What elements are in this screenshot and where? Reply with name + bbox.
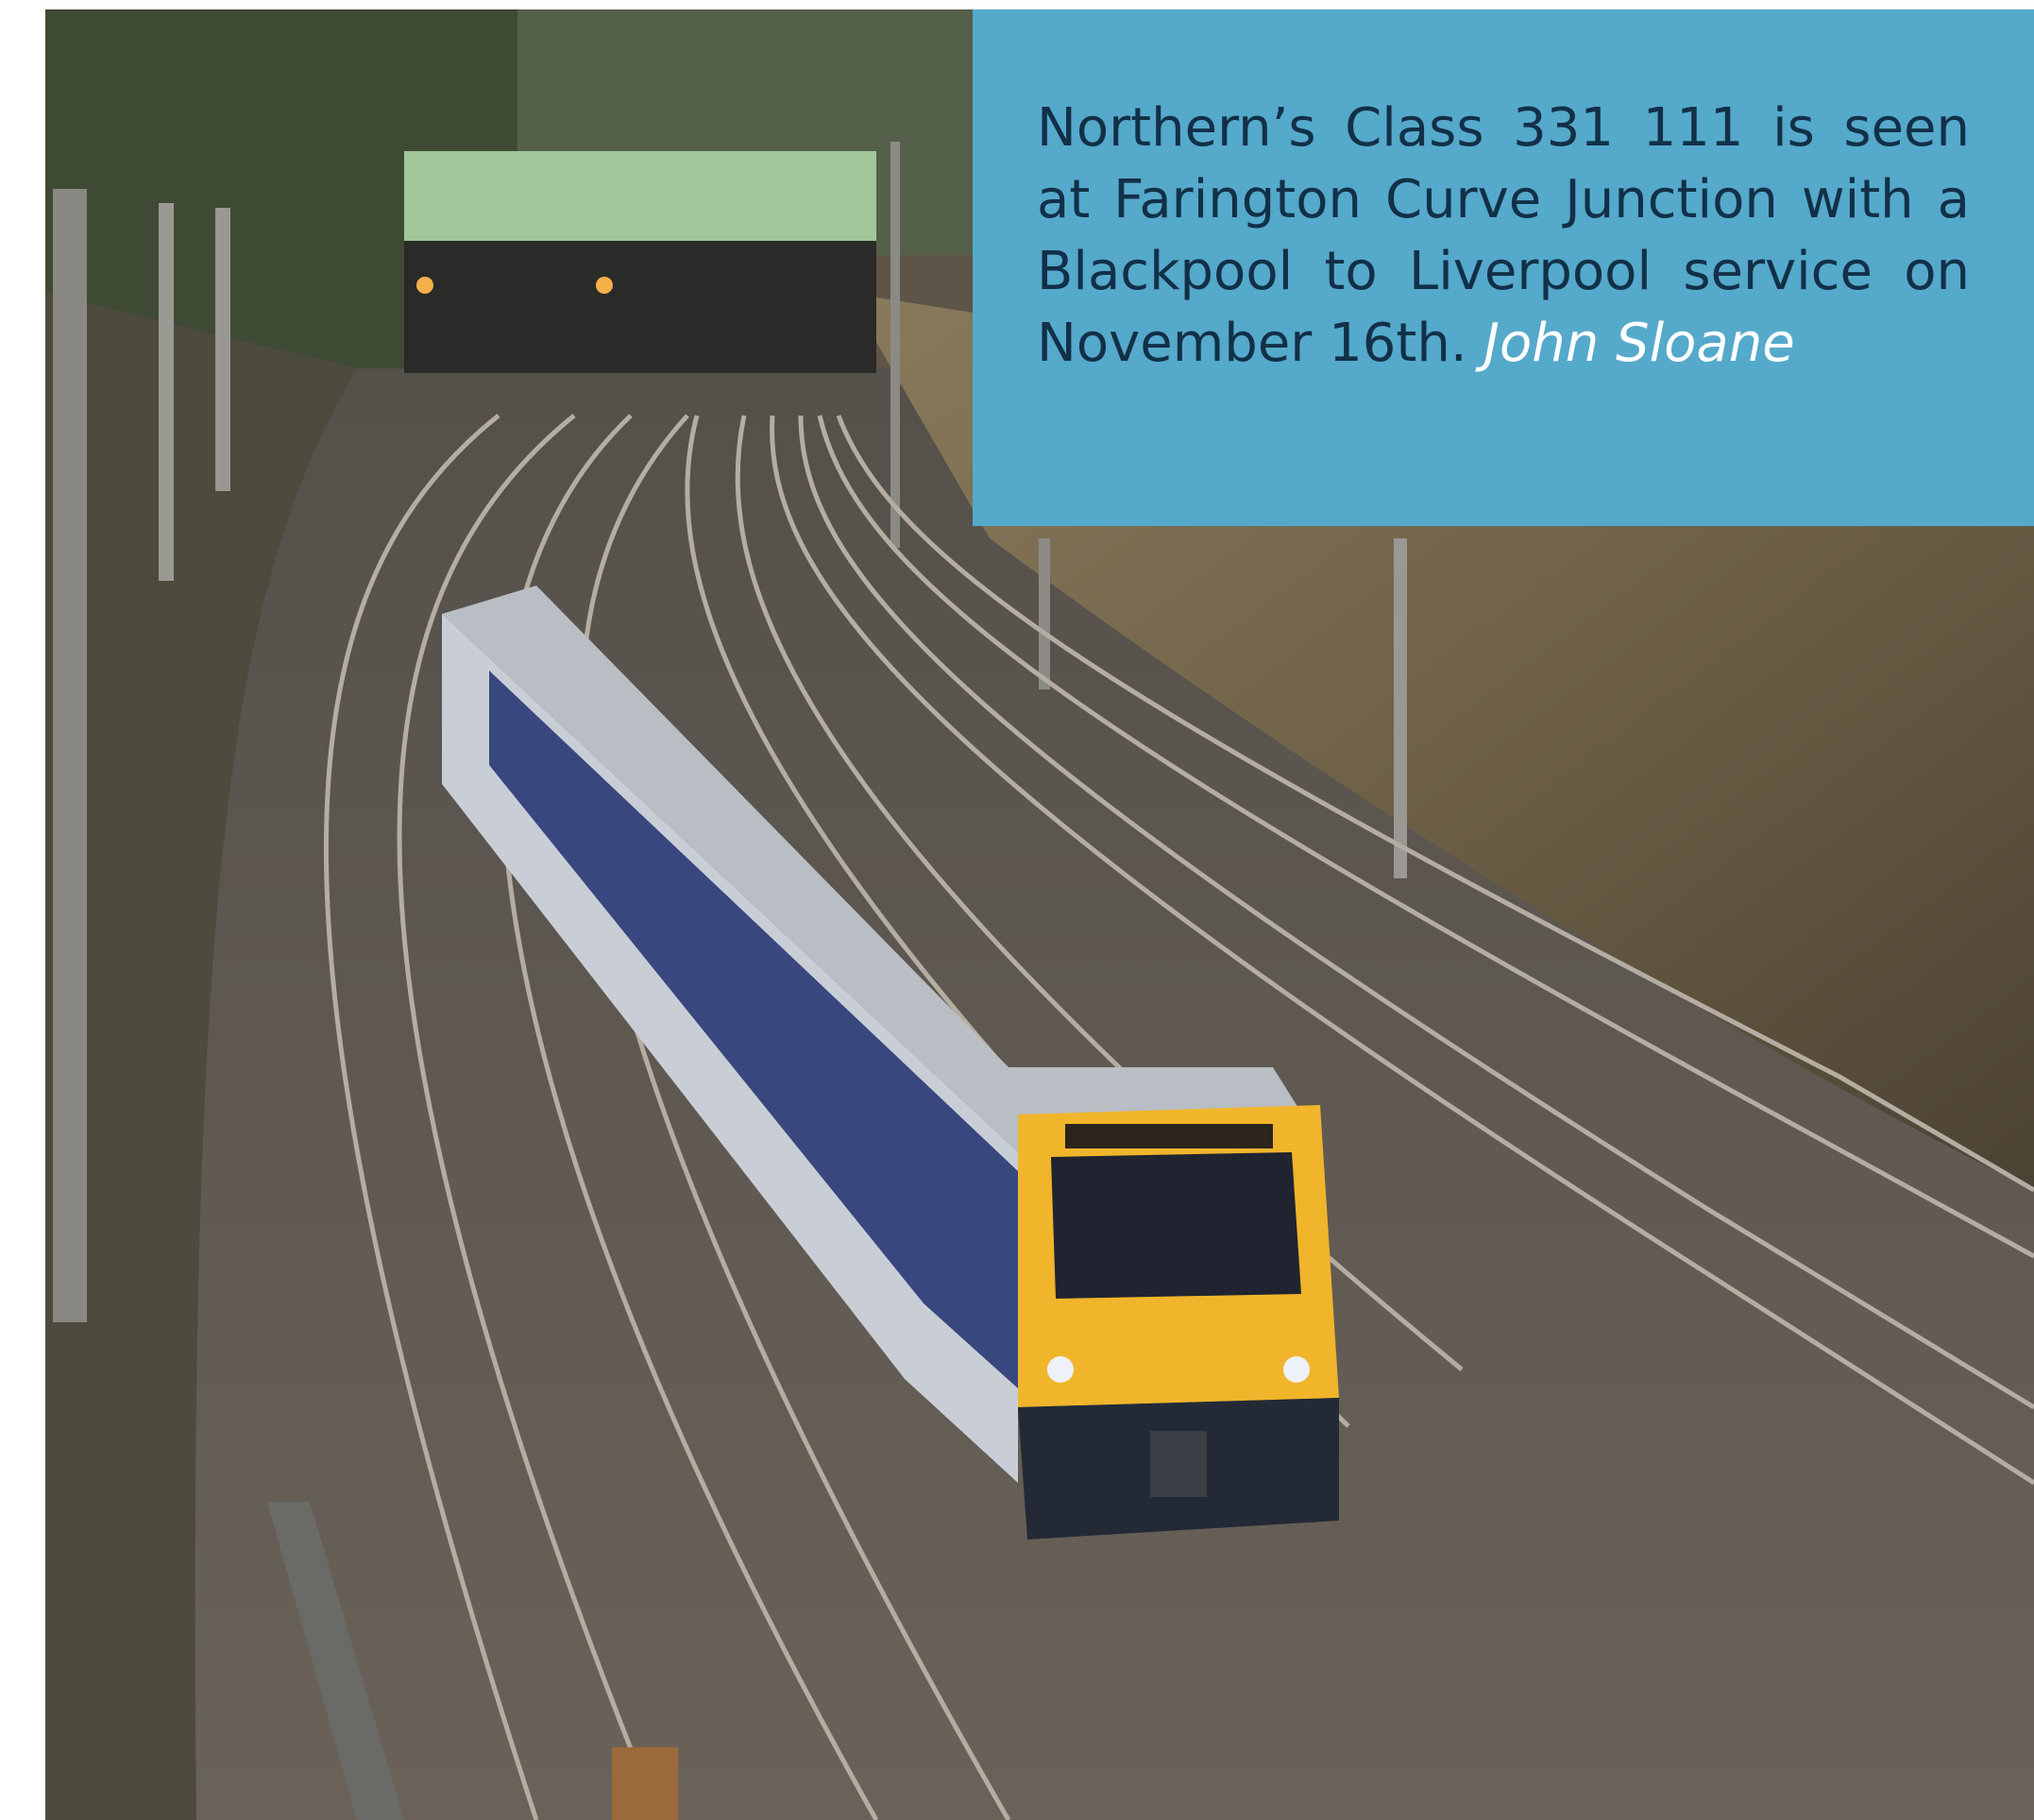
overhead-mast: [159, 203, 174, 581]
overhead-mast: [1394, 538, 1407, 878]
caption-text: Northern’s Class 331 111 is seen at Fari…: [1037, 97, 1970, 374]
destination-display: [1065, 1124, 1273, 1148]
headlight: [1283, 1356, 1310, 1383]
coupler: [1150, 1431, 1207, 1497]
train-blue-stripe: [489, 671, 1018, 1388]
bridge-underside: [404, 241, 876, 373]
train: [442, 586, 1339, 1539]
overhead-mast: [53, 189, 87, 1322]
embankment-left: [45, 293, 357, 1820]
signal-light: [596, 277, 613, 294]
signal-light: [416, 277, 433, 294]
overhead-mast: [215, 208, 230, 491]
overhead-mast: [890, 142, 900, 548]
headlight: [1047, 1356, 1074, 1383]
fence-post: [612, 1747, 678, 1820]
photo-caption: Northern’s Class 331 111 is seen at Fari…: [1037, 93, 1970, 380]
caption-box: Northern’s Class 331 111 is seen at Fari…: [973, 9, 2034, 526]
train-number-plate: [1216, 1324, 1282, 1341]
cable-trough: [267, 1502, 404, 1820]
photo-credit: John Sloane: [1483, 313, 1795, 374]
bridge-deck: [404, 151, 876, 241]
overhead-mast: [1039, 538, 1050, 689]
rails: [323, 414, 2034, 1820]
train-roof: [442, 586, 1320, 1152]
windscreen: [1051, 1152, 1301, 1299]
